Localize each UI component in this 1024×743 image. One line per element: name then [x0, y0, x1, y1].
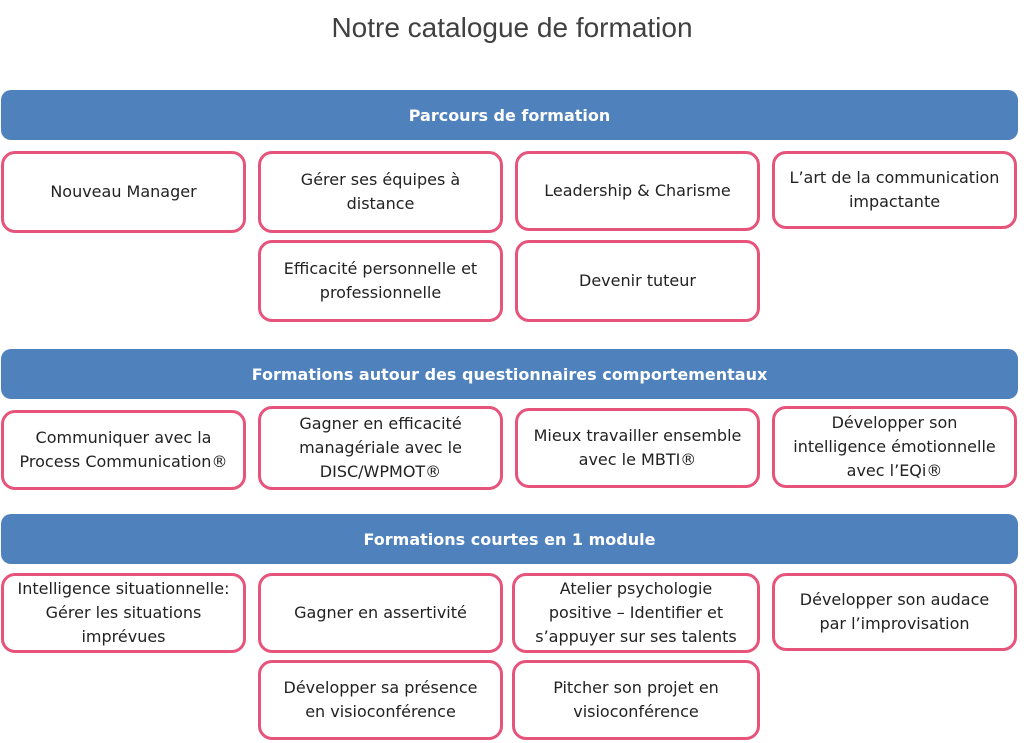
course-box-disc-wpmot[interactable]: Gagner en efficacité managériale avec le… [258, 406, 503, 490]
course-box-eqi[interactable]: Développer son intelligence émotionnelle… [772, 406, 1017, 488]
course-box-pitcher-projet[interactable]: Pitcher son projet en visioconférence [512, 660, 760, 740]
course-label: Communiquer avec la Process Communicatio… [19, 428, 228, 471]
course-label: Intelligence situationnelle: Gérer les s… [17, 579, 230, 646]
course-box-mbti[interactable]: Mieux travailler ensemble avec le MBTI® [515, 408, 760, 488]
course-box-psychologie-positive[interactable]: Atelier psychologie positive – Identifie… [512, 573, 760, 653]
course-label: Mieux travailler ensemble avec le MBTI® [533, 426, 742, 469]
course-label: Devenir tuteur [579, 271, 696, 290]
course-box-devenir-tuteur[interactable]: Devenir tuteur [515, 240, 760, 322]
section-header-formations-courtes: Formations courtes en 1 module [1, 514, 1018, 564]
section-header-questionnaires: Formations autour des questionnaires com… [1, 349, 1018, 399]
course-label: Atelier psychologie positive – Identifie… [535, 579, 737, 646]
course-box-presence-visioconference[interactable]: Développer sa présence en visioconférenc… [258, 660, 503, 740]
section-header-parcours: Parcours de formation [1, 90, 1018, 140]
course-box-process-communication[interactable]: Communiquer avec la Process Communicatio… [1, 410, 246, 490]
course-box-assertivite[interactable]: Gagner en assertivité [258, 573, 503, 653]
course-label: Gérer ses équipes à distance [300, 170, 461, 213]
course-label: L’art de la communication impactante [789, 168, 1000, 211]
course-label: Gagner en assertivité [294, 603, 467, 622]
course-box-leadership-charisme[interactable]: Leadership & Charisme [515, 151, 760, 231]
course-label: Développer sa présence en visioconférenc… [283, 678, 478, 721]
course-box-art-communication[interactable]: L’art de la communication impactante [772, 151, 1017, 229]
course-label: Développer son audace par l’improvisatio… [799, 590, 990, 633]
course-box-nouveau-manager[interactable]: Nouveau Manager [1, 151, 246, 233]
course-label: Gagner en efficacité managériale avec le… [299, 414, 462, 481]
course-label: Efficacité personnelle et professionnell… [283, 259, 478, 302]
course-label: Pitcher son projet en visioconférence [553, 678, 719, 721]
course-box-audace-improvisation[interactable]: Développer son audace par l’improvisatio… [772, 573, 1017, 651]
course-label: Leadership & Charisme [544, 181, 731, 200]
course-label: Nouveau Manager [50, 182, 197, 201]
course-box-efficacite-personnelle[interactable]: Efficacité personnelle et professionnell… [258, 240, 503, 322]
course-box-intelligence-situationnelle[interactable]: Intelligence situationnelle: Gérer les s… [1, 573, 246, 653]
page-title: Notre catalogue de formation [331, 12, 693, 43]
course-box-gerer-equipes-distance[interactable]: Gérer ses équipes à distance [258, 151, 503, 233]
course-label: Développer son intelligence émotionnelle… [793, 413, 996, 480]
